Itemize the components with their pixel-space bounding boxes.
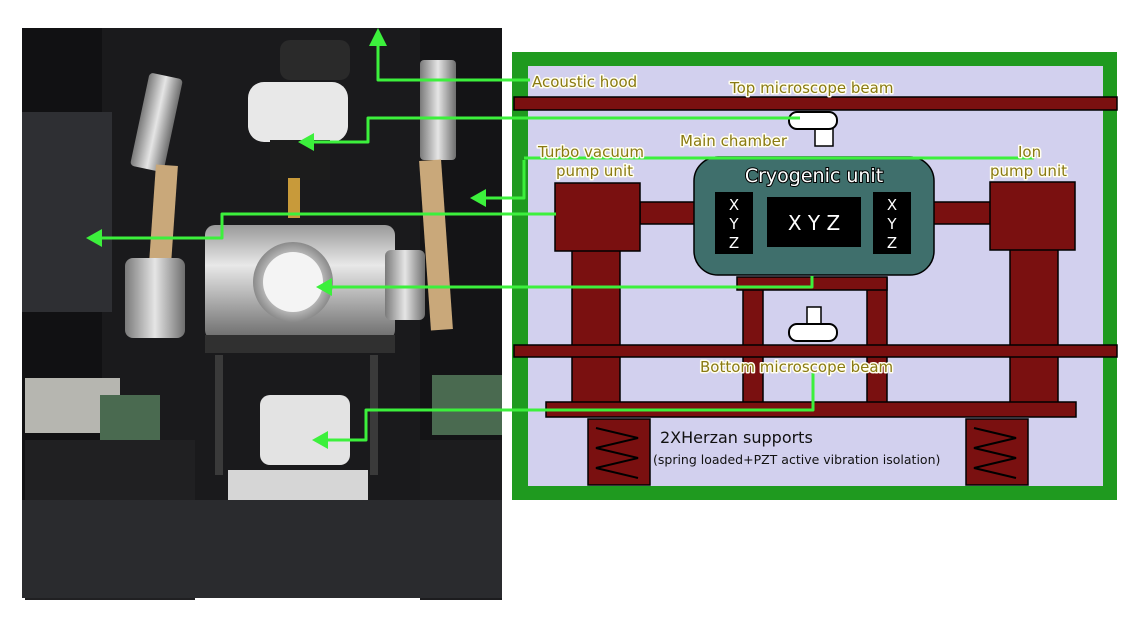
turbo-pump-unit <box>554 182 641 252</box>
label-bottom-beam: Bottom microscope beam <box>700 358 893 376</box>
left-connector <box>639 201 701 225</box>
left-column <box>571 247 621 404</box>
bottom-beam-arrow <box>322 372 815 442</box>
left-herzan-support <box>587 418 651 486</box>
ion-pump-unit <box>989 181 1076 251</box>
label-cryogenic-unit: Cryogenic unit <box>745 165 883 187</box>
label-acoustic-hood: Acoustic hood <box>532 73 637 91</box>
label-xyz-right-z: Z <box>887 234 897 252</box>
apparatus-photo <box>22 28 502 600</box>
xyz-right-box <box>873 192 911 254</box>
label-top-beam: Top microscope beam <box>729 79 893 97</box>
arrowhead-base <box>312 431 328 449</box>
optical-table <box>22 500 502 598</box>
turbo-arrow <box>480 160 526 200</box>
xyz-center-box <box>767 197 861 247</box>
right-herzan-support <box>965 418 1029 486</box>
label-xyz-right-y: Y <box>886 215 897 233</box>
acoustic-hood-arrow <box>376 38 530 82</box>
label-supports-sub: (spring loaded+PZT active vibration isol… <box>653 452 940 467</box>
label-turbo-line2: pump unit <box>556 162 633 180</box>
top-objective <box>788 111 838 147</box>
label-main-chamber: Main chamber <box>680 132 788 150</box>
arrowhead-turbo <box>470 189 486 207</box>
ion-pump-arrow <box>524 152 1035 160</box>
schematic-panel <box>512 52 1118 500</box>
label-xyz-left-x: X <box>729 196 739 214</box>
inner-right-post <box>866 277 888 404</box>
left-enclosure-arrow <box>98 212 556 240</box>
callout-arrows <box>98 38 1035 442</box>
right-connector <box>929 201 993 225</box>
bottom-objective <box>788 306 838 342</box>
cryogenic-unit <box>693 156 935 276</box>
arrowhead-up <box>369 28 387 46</box>
label-supports-title: 2XHerzan supports <box>660 428 813 447</box>
top-microscope-beam <box>513 96 1118 111</box>
labels: Acoustic hood Top microscope beam Main c… <box>531 72 1069 468</box>
label-xyz-right-x: X <box>887 196 897 214</box>
label-ion-line2: pump unit <box>990 162 1067 180</box>
label-xyz-center: X Y Z <box>788 211 840 235</box>
label-xyz-left-y: Y <box>728 215 739 233</box>
microscope-arrow <box>308 116 800 144</box>
label-turbo-line1: Turbo vacuum <box>537 143 644 161</box>
arrowhead-microscope <box>298 133 314 151</box>
chamber-arrow <box>326 276 814 289</box>
label-ion-line1: Ion <box>1018 143 1041 161</box>
label-xyz-left-z: Z <box>729 234 739 252</box>
right-column <box>1009 247 1059 404</box>
arrowhead-chamber <box>316 278 332 296</box>
vacuum-chamber <box>125 225 425 353</box>
microscope-head <box>248 40 350 218</box>
inner-left-post <box>742 277 764 404</box>
arrowheads <box>86 28 486 449</box>
bottom-microscope-beam <box>513 344 1118 358</box>
arrowhead-enclosure <box>86 229 102 247</box>
xyz-left-box <box>715 192 753 254</box>
